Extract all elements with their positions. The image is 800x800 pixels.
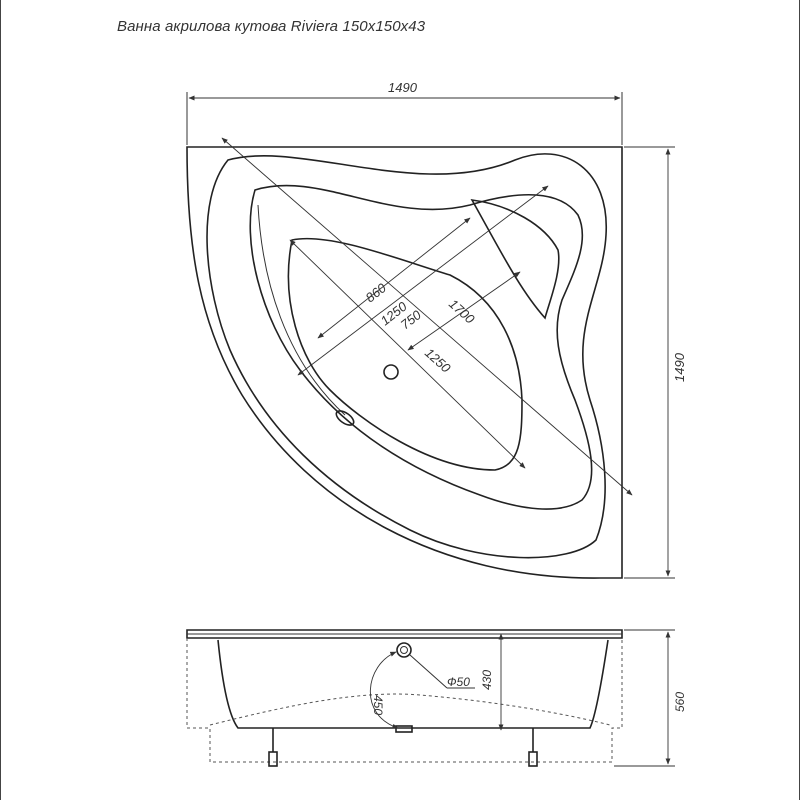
drawing-title: Ванна акрилова кутова Riviera 150x150x43 [117,18,426,35]
side-basin-body [217,639,609,729]
tub-outer-outline [186,146,623,579]
label-total-height: 560 [673,692,687,712]
side-overflow [396,642,412,658]
side-rim [186,629,623,639]
dim-diagonal-860 [297,185,549,376]
label-drain-diameter: Ф50 [447,675,470,689]
label-860: 860 [363,280,390,306]
basin-bottom-curve [209,693,611,726]
side-view: Ф50 450 430 560 [186,629,687,767]
basin-floor [287,237,523,471]
label-1250-b: 1250 [422,345,454,376]
tub-rim-edge [206,153,607,559]
label-width: 1490 [388,80,418,95]
side-drain [395,725,413,733]
leader-drain [409,654,448,689]
top-view: 860 1250 750 1700 1250 1490 1490 [186,80,687,579]
label-depth: 430 [480,670,494,690]
support-feet [268,728,538,767]
label-1700: 1700 [446,296,478,327]
drain-hole [383,364,399,380]
tub-basin-wall [249,184,593,510]
dim-diagonal-1250-a [317,217,471,339]
dim-diagonal-750 [407,271,521,351]
dim-drain-height-arc [369,651,399,729]
label-drain-height: 450 [371,695,385,715]
backrest-line [257,204,346,416]
apron-outline [186,638,623,763]
label-height: 1490 [672,352,687,382]
dim-diagonal-1700 [221,137,633,496]
side-overflow-inner [400,646,408,654]
